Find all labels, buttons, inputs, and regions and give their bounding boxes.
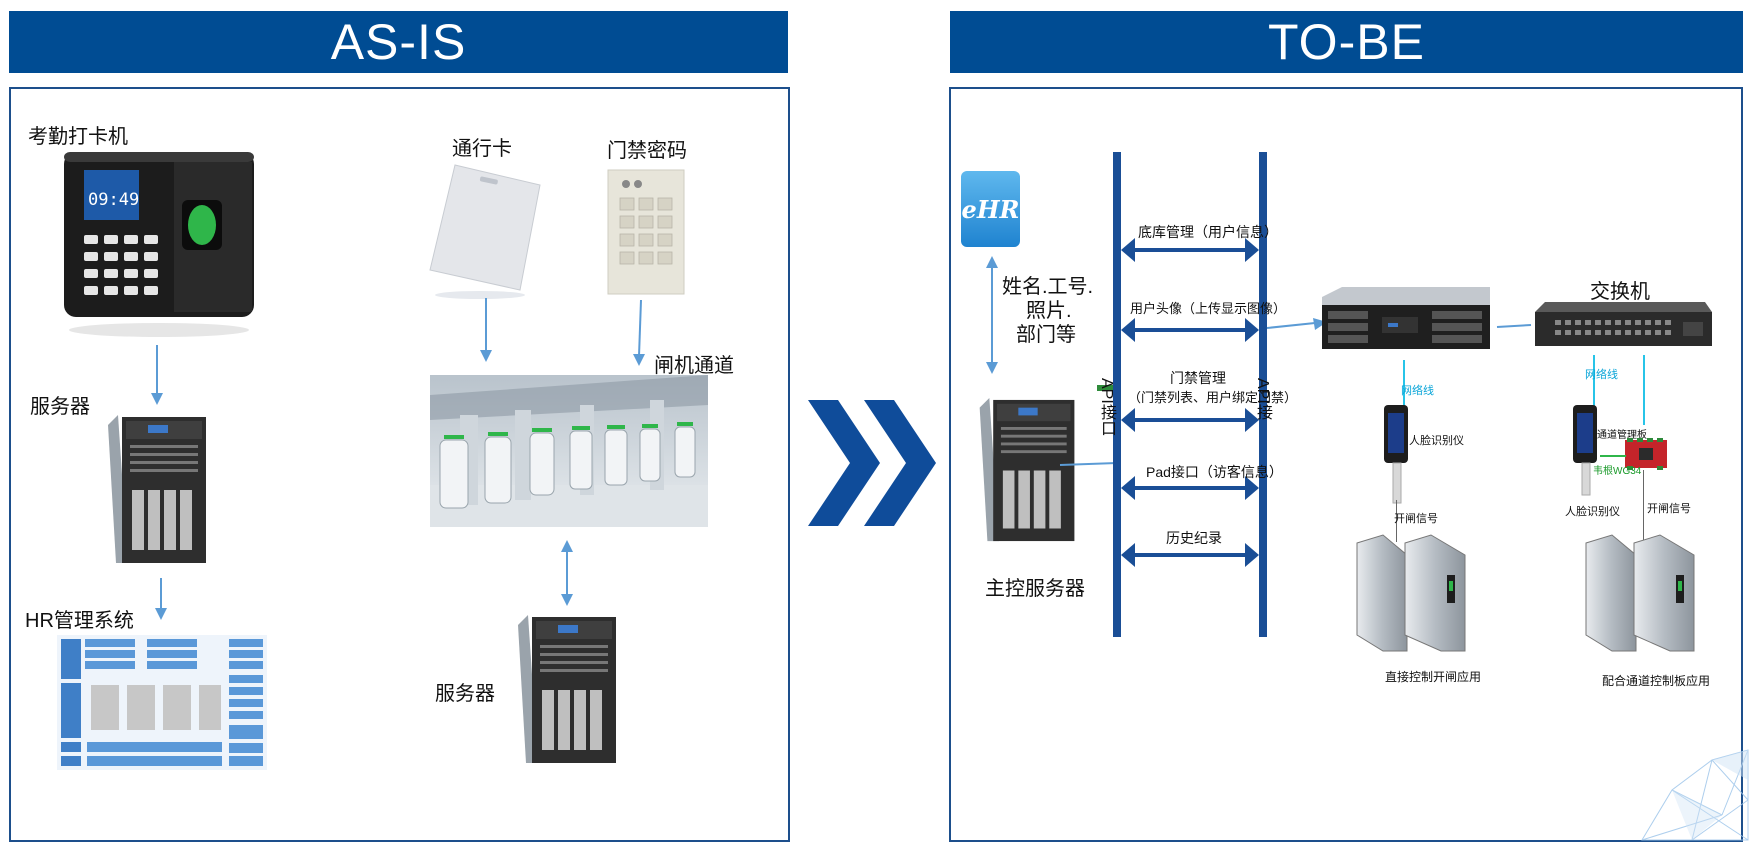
server-label-right: 服务器 [435,683,495,705]
wg34-label: 韦根WG34 [1593,466,1642,477]
wg34-line [1600,455,1626,457]
api-item-2: 用户头像（上传显示图像） [1130,301,1287,316]
api-bar-left [1113,152,1121,637]
face-device-2-icon [1573,405,1597,496]
api-arrows [1121,238,1259,567]
net-line-rack [1403,360,1405,415]
api-arrow-3 [1121,408,1259,432]
app-2-label: 配合通道控制板应用 [1602,674,1711,688]
main-server-icon [979,398,1075,542]
server-tower-right-icon [518,615,616,763]
channel-board-label: 通道管理板 [1597,430,1647,441]
attendance-label: 考勤打卡机 [28,126,128,148]
network-switch-icon [1535,302,1712,346]
arrow-keypad-gate [633,299,645,366]
turnstile-2-icon [1585,534,1695,652]
api-arrow-4 [1121,476,1259,500]
tobe-banner: TO-BE [950,11,1743,73]
face-device-2-label: 人脸识别仪 [1565,506,1620,518]
arrow-server-hr [155,578,167,620]
api-arrow-1 [1121,238,1259,262]
card-label: 通行卡 [452,138,512,160]
open-signal-2-label: 开闸信号 [1647,503,1691,515]
arrow-gate-server [561,540,573,606]
info-line-2: 照片. [1026,300,1072,322]
api-bar-right [1259,152,1267,637]
arrow-api-rack [1266,318,1327,330]
server-api-connector [1059,462,1118,466]
main-server-label: 主控服务器 [985,578,1085,600]
asis-title: AS-IS [330,14,467,70]
server-label-left: 服务器 [30,396,90,418]
turnstile-1-icon [1356,534,1466,652]
asis-banner: AS-IS [9,11,788,73]
ehr-logo-text: eHR [961,194,1020,224]
hr-system-diagram [57,635,267,770]
api-arrow-5 [1121,543,1259,567]
switch-label: 交换机 [1590,281,1650,303]
green-marker [1097,385,1113,391]
face-device-1-label: 人脸识别仪 [1409,435,1464,447]
rack-server-icon [1322,287,1490,349]
signal-line-1 [1396,500,1397,542]
arrow-attendance-server [151,345,163,405]
ehr-logo: eHR [961,171,1020,247]
net-line-label-2: 网络线 [1585,369,1618,381]
arrow-ehr-server [986,256,998,374]
decorative-globe [1641,749,1749,841]
tobe-title: TO-BE [1268,14,1425,70]
gate-label: 闸机通道 [654,355,734,377]
info-line-3: 部门等 [1016,324,1076,346]
api-item-3: 门禁管理 [1170,370,1226,386]
server-tower-left-icon [108,415,206,563]
api-item-4: （门禁列表、用户绑定门禁） [1128,390,1298,405]
face-device-1-icon [1384,405,1408,504]
rack-switch-connector [1496,324,1532,328]
attendance-machine-icon: 09:49 [64,152,254,337]
keypad-icon [607,169,685,295]
clock-display: 09:49 [88,190,139,210]
api-item-1: 底库管理（用户信息） [1138,224,1278,240]
net-line-label-1: 网络线 [1401,385,1434,397]
api-arrow-2 [1121,318,1259,342]
access-card-icon [429,164,541,299]
gate-channel-photo [430,375,708,527]
arrow-card-gate [480,298,492,362]
hr-label: HR管理系统 [25,610,134,632]
info-line-1: 姓名.工号. [1002,276,1094,298]
net-line-switch-2 [1643,355,1645,425]
password-label: 门禁密码 [607,140,687,162]
api-left-label: API接口 [1098,378,1115,436]
app-1-label: 直接控制开闸应用 [1385,670,1482,684]
double-chevron-icon [808,400,936,526]
api-item-5: Pad接口（访客信息） [1146,464,1283,480]
api-right-label: API接 [1254,378,1271,420]
open-signal-1-label: 开闸信号 [1394,513,1438,525]
net-line-switch-1 [1593,355,1595,410]
signal-line-2 [1643,470,1644,540]
api-item-6: 历史纪录 [1166,530,1222,546]
channel-board-icon [1625,438,1667,470]
